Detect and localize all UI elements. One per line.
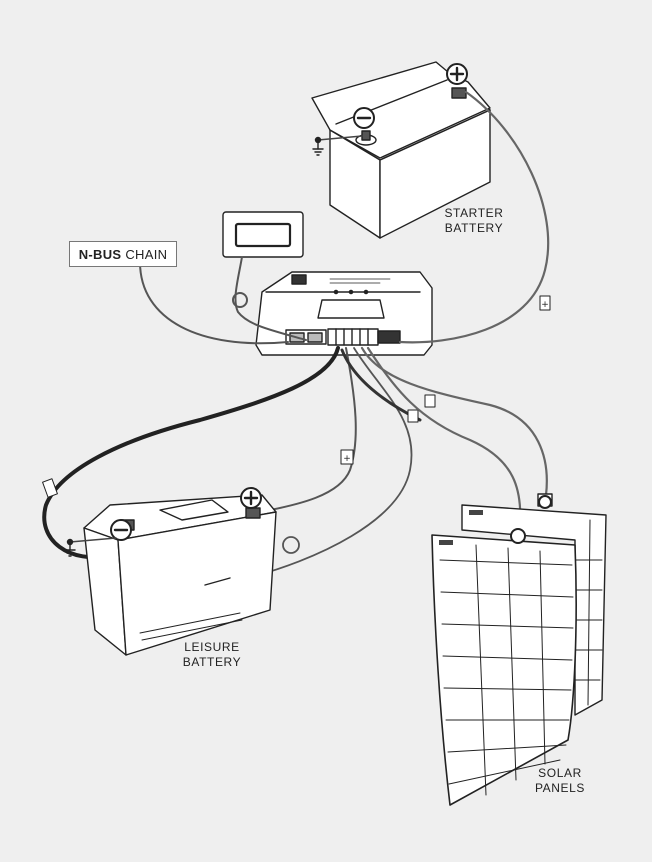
leisure-label-line1: LEISURE	[184, 640, 240, 654]
solar-panel-front	[431, 528, 577, 806]
starter-label-line1: STARTER	[444, 206, 504, 220]
display-remote	[222, 211, 304, 258]
solar-panel-back	[461, 493, 607, 716]
starter-battery	[311, 61, 491, 239]
solar-panels-label: SOLAR PANELS	[520, 766, 600, 796]
solar-cable-1	[360, 346, 548, 497]
starter-cable-positive-marker: +	[541, 300, 549, 310]
leisure-battery	[83, 494, 277, 656]
nbus-label-rest: CHAIN	[125, 246, 168, 262]
starter-label-line2: BATTERY	[444, 221, 504, 235]
leisure-ground-icon	[64, 537, 117, 557]
starter-battery-label: STARTER BATTERY	[432, 206, 516, 236]
leisure-negative-cable	[42, 346, 340, 560]
temp-sensor-cable	[239, 347, 413, 581]
leisure-label-line2: BATTERY	[182, 655, 242, 669]
leisure-positive-icon	[240, 487, 262, 509]
nbus-chain-label: N-BUS CHAIN	[69, 241, 177, 267]
leisure-cable-positive-marker: +	[343, 454, 351, 464]
starter-ground-icon	[312, 135, 363, 156]
leisure-negative-icon	[110, 519, 132, 541]
charge-controller	[255, 271, 433, 356]
starter-negative-icon	[353, 107, 375, 129]
leisure-positive-cable	[253, 347, 357, 514]
solar-label-line2: PANELS	[534, 781, 586, 795]
solar-cable-2	[366, 346, 522, 527]
starter-positive-cable	[398, 90, 550, 344]
solar-label-line1: SOLAR	[538, 766, 582, 780]
leisure-battery-label: LEISURE BATTERY	[170, 640, 254, 670]
nbus-cable	[139, 261, 289, 345]
display-cable	[234, 256, 307, 341]
nbus-label-bold: N-BUS	[78, 246, 122, 262]
starter-positive-icon	[446, 63, 468, 85]
